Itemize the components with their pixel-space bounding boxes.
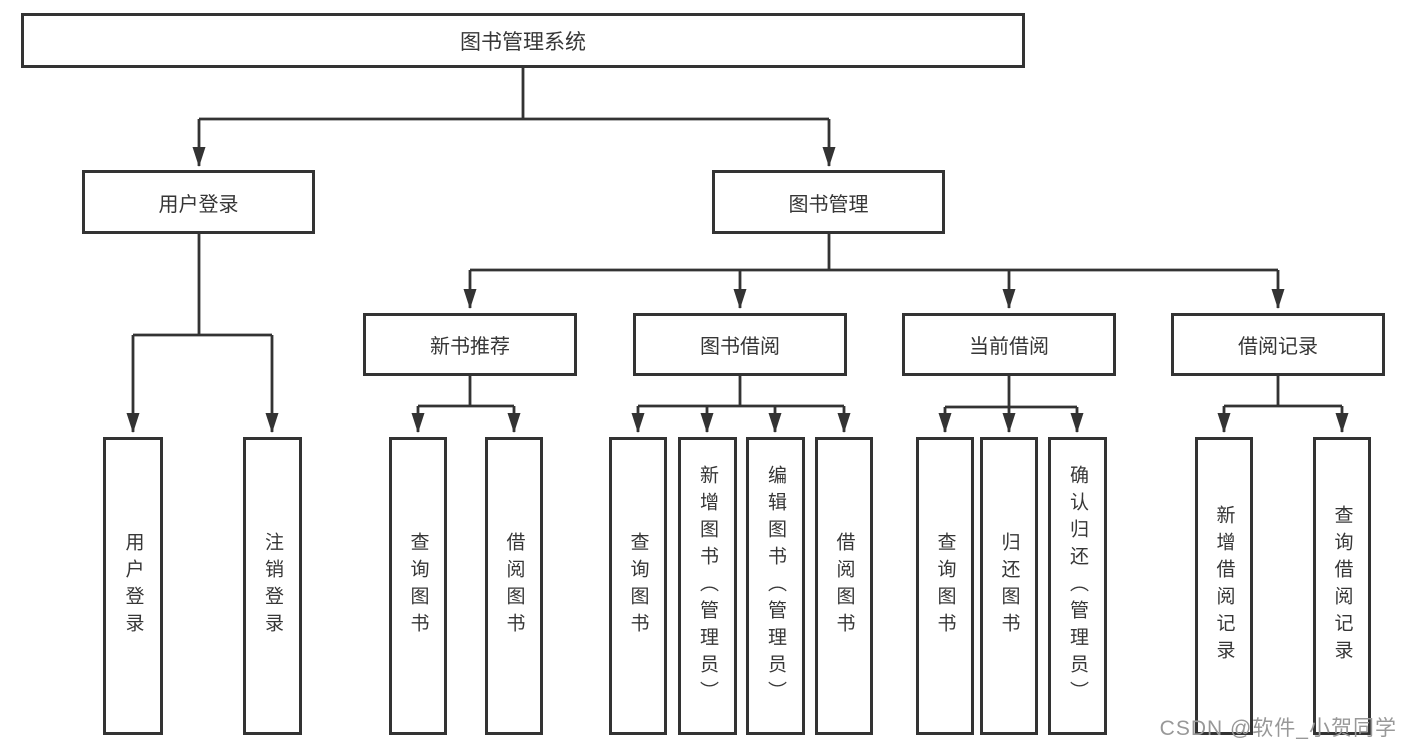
leaf-confirm-return-admin: 确认归还（管理员） bbox=[1048, 437, 1107, 735]
leaf-confirm-return-admin-label: 确认归还（管理员） bbox=[1067, 464, 1088, 708]
node-book-borrow: 图书借阅 bbox=[633, 313, 847, 376]
leaf-query-books-recommend-label: 查询图书 bbox=[407, 532, 429, 640]
leaf-add-borrow-record-label: 新增借阅记录 bbox=[1213, 505, 1235, 667]
leaf-logout: 注销登录 bbox=[243, 437, 302, 735]
leaf-borrow-books-borrow: 借阅图书 bbox=[815, 437, 873, 735]
node-book-borrow-label: 图书借阅 bbox=[700, 336, 780, 358]
node-current-borrow-label: 当前借阅 bbox=[969, 336, 1049, 358]
node-library-system-label: 图书管理系统 bbox=[460, 30, 586, 54]
leaf-borrow-books-recommend: 借阅图书 bbox=[485, 437, 543, 735]
leaf-logout-label: 注销登录 bbox=[262, 532, 283, 640]
leaf-borrow-books-borrow-label: 借阅图书 bbox=[833, 532, 855, 640]
leaf-query-borrow-record: 查询借阅记录 bbox=[1313, 437, 1371, 735]
node-borrow-records-label: 借阅记录 bbox=[1238, 336, 1318, 358]
node-new-book-recommend: 新书推荐 bbox=[363, 313, 577, 376]
leaf-query-books-current-label: 查询图书 bbox=[934, 532, 956, 640]
node-user-login-label: 用户登录 bbox=[158, 193, 239, 216]
leaf-add-borrow-record: 新增借阅记录 bbox=[1195, 437, 1253, 735]
node-current-borrow: 当前借阅 bbox=[902, 313, 1116, 376]
leaf-query-books-borrow-label: 查询图书 bbox=[627, 532, 649, 640]
leaf-user-login: 用户登录 bbox=[103, 437, 163, 735]
node-book-management-label: 图书管理 bbox=[788, 193, 869, 216]
leaf-add-book-admin-label: 新增图书（管理员） bbox=[697, 464, 718, 708]
node-book-management: 图书管理 bbox=[712, 170, 945, 234]
leaf-edit-book-admin-label: 编辑图书（管理员） bbox=[765, 464, 786, 708]
csdn-watermark: CSDN @软件_小贺同学 bbox=[1159, 717, 1397, 740]
leaf-borrow-books-recommend-label: 借阅图书 bbox=[503, 532, 525, 640]
node-library-system: 图书管理系统 bbox=[21, 13, 1025, 68]
node-borrow-records: 借阅记录 bbox=[1171, 313, 1385, 376]
leaf-query-books-current: 查询图书 bbox=[916, 437, 974, 735]
leaf-query-books-borrow: 查询图书 bbox=[609, 437, 667, 735]
leaf-query-books-recommend: 查询图书 bbox=[389, 437, 447, 735]
node-user-login: 用户登录 bbox=[82, 170, 315, 234]
node-new-book-recommend-label: 新书推荐 bbox=[430, 336, 510, 358]
leaf-return-book: 归还图书 bbox=[980, 437, 1038, 735]
leaf-query-borrow-record-label: 查询借阅记录 bbox=[1331, 505, 1353, 667]
leaf-add-book-admin: 新增图书（管理员） bbox=[678, 437, 737, 735]
leaf-edit-book-admin: 编辑图书（管理员） bbox=[746, 437, 805, 735]
leaf-user-login-label: 用户登录 bbox=[122, 532, 144, 640]
connector-arrows bbox=[126, 119, 1349, 433]
leaf-return-book-label: 归还图书 bbox=[998, 532, 1020, 640]
